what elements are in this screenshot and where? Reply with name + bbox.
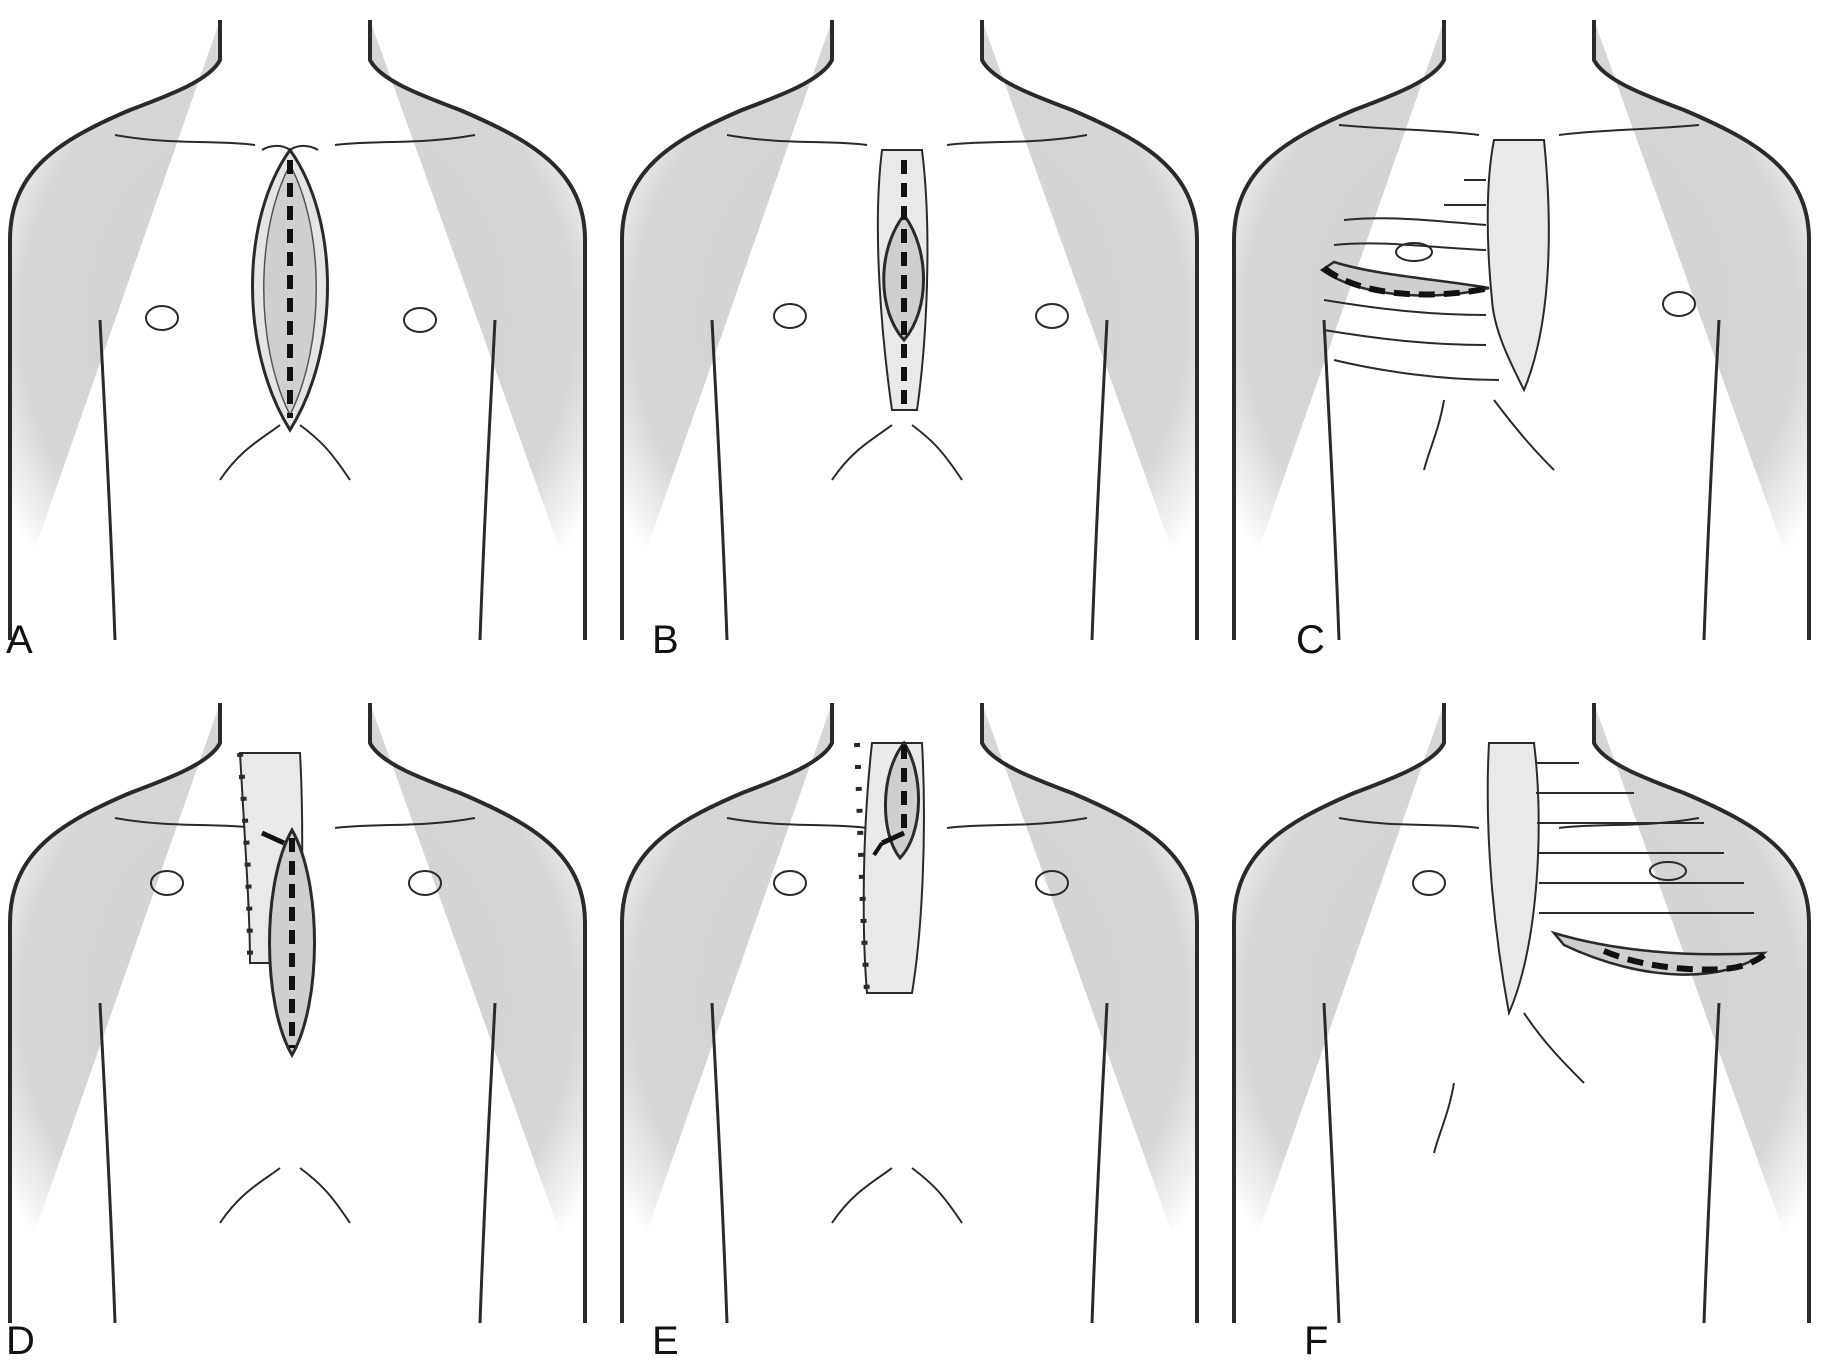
torso-outline [622,20,1197,620]
nipple [1395,242,1433,262]
rib [1323,179,1500,381]
clavicle [114,817,256,829]
torso-illustration [1232,703,1811,1324]
incision-line [1322,265,1490,298]
torso-illustration [8,703,587,1324]
torso-outline [1234,20,1809,620]
torso-illustration [620,703,1199,1324]
panel-label: D [6,1319,35,1363]
clavicle [114,134,256,146]
panel-label: A [6,618,33,662]
panel-b: B [612,0,1224,683]
clavicle [726,817,868,829]
panel-d: D [0,683,612,1366]
panel-label: F [1304,1319,1329,1363]
incision-outline [1550,930,1769,976]
panel-e: E [612,683,1224,1366]
panel-a: A [0,0,612,683]
nipple [773,303,807,329]
clavicle [1338,124,1480,136]
panel-label: B [652,618,679,662]
rib [1536,762,1754,914]
nipple [150,870,184,896]
clavicle [726,134,868,146]
torso-outline [10,703,585,1303]
nipple [1412,870,1446,896]
incision-line [1602,948,1766,973]
torso-illustration [8,20,587,641]
torso-illustration [620,20,1199,641]
torso-outline [10,20,585,620]
panel-c: C [1224,0,1836,683]
sternum [1486,139,1550,393]
torso-illustration [1232,20,1811,641]
clavicle [1338,817,1480,829]
torso-outline [622,703,1197,1303]
panel-label: C [1296,618,1325,662]
sternum [1486,742,1540,1017]
nipple [773,870,807,896]
panel-label: E [652,1319,679,1363]
panel-f: F [1224,683,1836,1366]
nipple [145,305,179,331]
